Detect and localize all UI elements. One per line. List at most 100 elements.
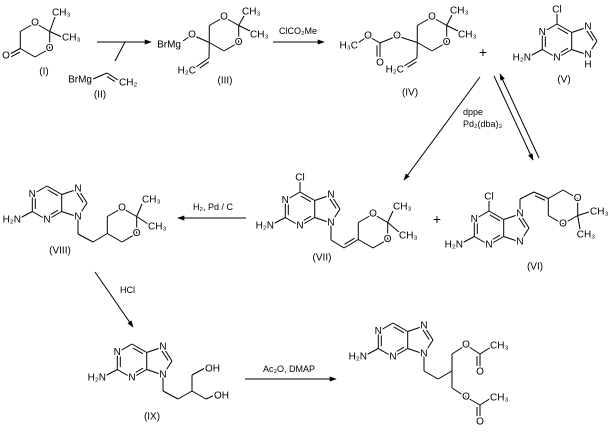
bond bbox=[529, 49, 543, 57]
ring-bond bbox=[121, 207, 137, 217]
double-bond bbox=[299, 217, 315, 227]
reagent-label: Pd₂(dba)₃ bbox=[463, 119, 503, 129]
atom-label: H₂C bbox=[178, 66, 196, 77]
reaction-arrow-hydrolysis bbox=[94, 271, 134, 328]
atom-label: O bbox=[476, 367, 484, 378]
atom-label: CH₃ bbox=[458, 30, 477, 41]
atom-label: O bbox=[2, 51, 10, 62]
bond bbox=[387, 222, 400, 233]
bond bbox=[451, 344, 467, 355]
ring-bond bbox=[107, 207, 123, 217]
bond bbox=[117, 369, 133, 379]
ring-bond bbox=[121, 233, 137, 243]
bonds-layer bbox=[7, 14, 598, 418]
atom-label: N bbox=[29, 189, 36, 200]
bond bbox=[177, 390, 193, 400]
bond bbox=[378, 322, 394, 332]
atom-label: Cl bbox=[552, 5, 561, 16]
atom-label: Cl bbox=[295, 173, 304, 184]
atom-label: O bbox=[118, 203, 126, 214]
atom-label: H₃C bbox=[339, 41, 358, 52]
double-bond-inner bbox=[557, 47, 569, 55]
ring-bond bbox=[20, 22, 36, 32]
atom-label: O bbox=[133, 228, 141, 239]
double-bond bbox=[392, 322, 408, 332]
bond bbox=[32, 185, 48, 195]
atom-label: H₂N bbox=[256, 221, 274, 232]
atom-label: Cl bbox=[484, 192, 493, 203]
ring-bond bbox=[562, 189, 578, 199]
bond bbox=[49, 31, 63, 38]
atom-label: N bbox=[420, 349, 427, 360]
double-bond-inner bbox=[557, 27, 569, 35]
double-bond bbox=[46, 211, 62, 221]
atom-label: N bbox=[516, 209, 523, 220]
bond bbox=[314, 217, 332, 224]
atom-label: O bbox=[220, 12, 228, 23]
bond bbox=[474, 236, 490, 246]
double-bond-inner bbox=[161, 350, 169, 361]
atom-label: O bbox=[428, 12, 436, 23]
bond bbox=[571, 26, 589, 33]
bond bbox=[19, 211, 33, 219]
atom-label: N bbox=[74, 212, 81, 223]
double-bond-inner bbox=[329, 198, 337, 209]
atom-label: O bbox=[364, 31, 372, 42]
bond bbox=[272, 217, 286, 225]
double-bond-inner bbox=[489, 234, 501, 242]
atom-label: O bbox=[443, 37, 451, 48]
double-bond-inner bbox=[47, 209, 59, 217]
ring-bond bbox=[562, 215, 578, 225]
bond bbox=[407, 348, 425, 355]
compound-label-III: (III) bbox=[218, 76, 233, 87]
double-bond-inner bbox=[518, 217, 526, 228]
double-bond bbox=[131, 369, 147, 379]
double-bond bbox=[106, 72, 119, 81]
atom-label: CH₃ bbox=[142, 195, 161, 206]
atom-label: O bbox=[235, 37, 243, 48]
atom-label: O bbox=[188, 30, 196, 41]
atom-label: CH₃ bbox=[590, 207, 609, 218]
atom-label: N bbox=[553, 53, 560, 64]
ring-bond bbox=[431, 16, 447, 26]
atom-label: H₂N bbox=[3, 215, 21, 226]
atom-label: N bbox=[485, 240, 492, 251]
bond bbox=[451, 387, 467, 398]
atom-label: N bbox=[327, 190, 334, 201]
bond bbox=[136, 216, 149, 225]
atom-label: CH₃ bbox=[250, 30, 269, 41]
double-bond bbox=[488, 210, 504, 220]
bond bbox=[49, 16, 56, 32]
atom-label: N bbox=[128, 373, 135, 384]
atom-label: N bbox=[74, 184, 81, 195]
atom-label: CH₃ bbox=[399, 231, 418, 242]
ring-bond bbox=[372, 239, 388, 249]
double-bond-inner bbox=[344, 237, 355, 245]
bond bbox=[77, 233, 94, 243]
atom-label: N bbox=[539, 27, 546, 38]
bond bbox=[503, 236, 521, 243]
bond bbox=[479, 346, 492, 355]
atom-label: N bbox=[282, 195, 289, 206]
atom-label: O bbox=[462, 340, 470, 351]
bond bbox=[191, 34, 210, 43]
atom-label: O bbox=[393, 31, 401, 42]
double-bond-inner bbox=[393, 326, 405, 334]
atom-label: CH₃ bbox=[52, 8, 71, 19]
atom-label: N bbox=[327, 218, 334, 229]
double-bond bbox=[343, 239, 359, 249]
compound-label-II: (II) bbox=[94, 90, 106, 101]
bond bbox=[367, 35, 381, 44]
bond bbox=[519, 191, 535, 200]
reaction-arrow-coupling bbox=[403, 76, 481, 181]
atom-label: N bbox=[296, 221, 303, 232]
ring-bond bbox=[107, 233, 123, 243]
atom-label: CH₃ bbox=[242, 7, 261, 18]
reagent-label: HCl bbox=[120, 285, 135, 295]
atom-label: CH₃ bbox=[577, 230, 596, 241]
ring-bond bbox=[20, 48, 36, 58]
double-bond bbox=[162, 346, 173, 362]
atom-label: OH bbox=[205, 364, 220, 375]
